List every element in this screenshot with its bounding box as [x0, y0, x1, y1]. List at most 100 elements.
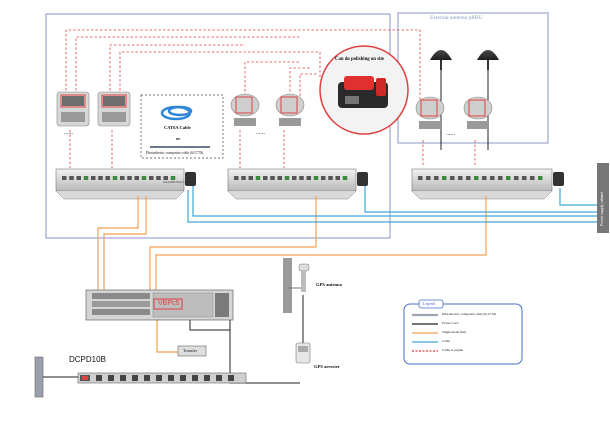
legend-box: [403, 303, 523, 365]
transfer-label: Transfer: [183, 348, 198, 353]
dcpd-breaker: [96, 375, 102, 381]
dots-left: ......: [64, 130, 73, 136]
rhub-port: [328, 176, 333, 180]
dcpd-breaker: [168, 375, 174, 381]
legend-item-label: Single mode fiber: [442, 330, 467, 334]
bbu-chassis: [85, 289, 234, 321]
legend-swatches: [412, 313, 438, 352]
rhub-port: [321, 176, 326, 180]
polishing-label: Can do polishing on site: [335, 57, 385, 62]
rhub-unit-1: [55, 168, 185, 200]
dcpd-breaker: [180, 375, 186, 381]
rhub-port: [514, 176, 519, 180]
dcpd-breaker: [156, 375, 162, 381]
dcpd-breaker: [108, 375, 114, 381]
rhub-port: [458, 176, 463, 180]
gps-antenna-label: GPS antenna: [316, 282, 342, 287]
rhub-port: [342, 176, 348, 180]
dcpd-breaker: [192, 375, 198, 381]
rhub-port: [69, 176, 74, 180]
rhub-port: [112, 176, 118, 180]
rhub-port: [530, 176, 535, 180]
legend-title: Legend: [423, 301, 435, 306]
rhub-port: [538, 176, 543, 180]
prru-unit-1: [56, 91, 90, 127]
rhub-unit-3: [411, 168, 553, 200]
dcpd-breaker: [228, 375, 234, 381]
rhub-port: [418, 176, 423, 180]
hub-label: AAA,RHUB,ACCESS: [163, 180, 191, 184]
dcpd-breaker: [216, 375, 222, 381]
rhub-port: [248, 176, 253, 180]
rhub-port: [522, 176, 527, 180]
dcpd-breaker: [144, 375, 150, 381]
cable-option-line2: or: [176, 136, 181, 141]
rhub-port: [466, 176, 471, 180]
rhub-port: [170, 176, 176, 180]
dcpd-breaker: [132, 375, 138, 381]
legend-item-label: Cat6a or pigtail: [442, 348, 464, 352]
ac-dc-box: [34, 356, 44, 398]
rhub-port: [255, 176, 261, 180]
prru-round-3: [415, 96, 445, 129]
rhub-port: [498, 176, 503, 180]
rhub-port: [306, 176, 311, 180]
rhub-unit-2: [227, 168, 357, 200]
rhub-port: [91, 176, 96, 180]
rhub-port: [277, 176, 282, 180]
gps-mast: [283, 258, 292, 313]
side-panel-label: Power supply cabinet: [599, 191, 604, 226]
rhub-port: [270, 176, 275, 180]
rhub-port: [442, 176, 447, 180]
legend-item-label: Power Cord: [442, 321, 459, 325]
rhub-port: [506, 176, 511, 180]
polishing-machine-icon: [338, 76, 388, 108]
rhub-port: [490, 176, 495, 180]
ac-dc-label: AC(DC) 1/1/2: [25, 347, 30, 372]
rhub-port: [263, 176, 268, 180]
dcpd-label: DCPD10B: [69, 355, 106, 364]
rhub-port: [141, 176, 147, 180]
gps-antenna-icon: [288, 263, 310, 292]
rhub-port: [163, 176, 168, 180]
rhub-port: [120, 176, 125, 180]
single-mode-fiber: [97, 196, 487, 353]
gps-arrester-label: GPS arrester: [314, 364, 340, 369]
pigtail-lines: [65, 29, 476, 168]
rhub-port: [434, 176, 439, 180]
prru-round-4: [463, 96, 493, 129]
cable-lines: [187, 186, 597, 223]
dcpd-breakers: [96, 375, 234, 381]
rhub-port: [299, 176, 304, 180]
vbp-label: VBPc5: [158, 300, 180, 307]
rhub-port: [105, 176, 110, 180]
legend-item-label: Cable: [442, 339, 450, 343]
omni-antenna-icon: [477, 50, 499, 70]
rhub-port: [62, 176, 67, 180]
dots-middle: ......: [256, 130, 265, 136]
legend-item-label: Photoelectric composite cable (6/17/7&: [442, 312, 496, 316]
dcpd-breaker: [204, 375, 210, 381]
rhub-port: [149, 176, 154, 180]
rhub-port: [156, 176, 161, 180]
rhub-port: [127, 176, 132, 180]
power-cabinet: [597, 163, 609, 233]
cable-option-line1: CAT6A Cable: [164, 125, 191, 130]
legend-title-badge: [418, 299, 444, 309]
rhub-port: [335, 176, 340, 180]
rhub-port: [426, 176, 431, 180]
rhub-port: [241, 176, 246, 180]
omni-antenna-icon: [430, 50, 452, 70]
rhub-port: [313, 176, 319, 180]
rhub-port: [474, 176, 479, 180]
rhub-port: [234, 176, 239, 180]
dcpd-breaker: [120, 375, 126, 381]
rhub-port: [83, 176, 89, 180]
cat6a-cable-icon: [160, 105, 193, 121]
power-socket-icon: [185, 172, 564, 186]
rhub-port: [284, 176, 290, 180]
gps-arrester-icon: [295, 342, 311, 364]
rhub-port: [98, 176, 103, 180]
